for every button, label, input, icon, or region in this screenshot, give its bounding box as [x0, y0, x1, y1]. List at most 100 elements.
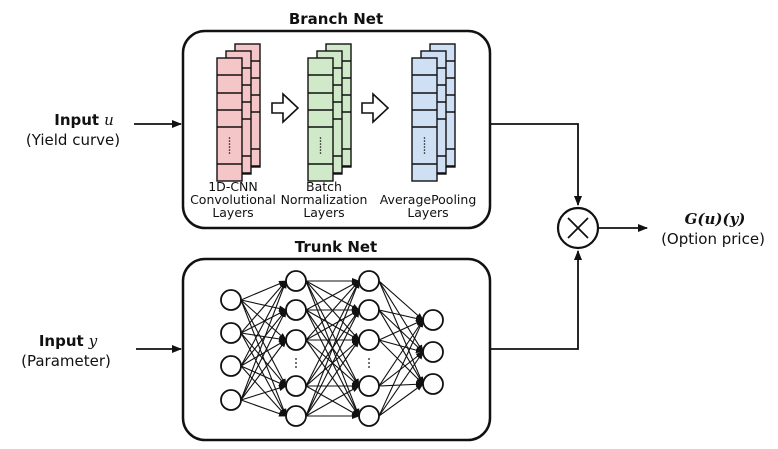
trunk-network: [220, 270, 444, 427]
connection: [378, 280, 424, 385]
trunk-net-box: [181, 257, 492, 442]
connection: [240, 299, 287, 341]
connection: [305, 339, 360, 417]
branch-title: Branch Net: [289, 10, 383, 28]
branch-stage-label: Normalization: [281, 192, 368, 207]
connection: [378, 319, 424, 341]
connection: [240, 299, 287, 312]
connection: [378, 309, 424, 322]
neuron: [285, 329, 307, 351]
connection: [378, 319, 424, 387]
branch-stage-label: 1D-CNN: [208, 179, 258, 194]
branch-stage-label: Convolutional: [190, 192, 276, 207]
neuron: [358, 329, 380, 351]
neuron: [220, 355, 242, 377]
connection: [240, 365, 287, 387]
feature-map: [216, 57, 243, 182]
connection: [240, 399, 287, 417]
output-formula: G(u)(y): [685, 210, 746, 228]
connection: [240, 332, 287, 387]
input-y-bold: Input: [39, 332, 84, 350]
ellipsis-dot: [368, 362, 370, 364]
connection: [378, 280, 424, 353]
connection: [378, 351, 424, 417]
connection: [240, 280, 287, 301]
ellipsis-dot: [295, 358, 297, 360]
connection: [240, 309, 287, 401]
neuron: [358, 405, 380, 427]
connection: [240, 309, 287, 334]
connection: [240, 332, 287, 417]
connection: [305, 280, 360, 311]
ellipsis-dot: [368, 358, 370, 360]
neuron: [220, 322, 242, 344]
neuron: [422, 373, 444, 395]
neuron: [422, 309, 444, 331]
neuron: [358, 270, 380, 292]
connection: [305, 280, 360, 387]
connection: [378, 383, 424, 417]
connection: [305, 385, 360, 417]
connection: [305, 280, 360, 417]
connection: [240, 385, 287, 401]
neuron: [422, 341, 444, 363]
branch-stage-label: Layers: [407, 205, 448, 220]
flow-arrow-icon: [361, 92, 390, 124]
multiply-icon: [567, 217, 589, 239]
connection: [240, 365, 287, 417]
flow-arrow-icon: [271, 92, 300, 124]
connection: [305, 309, 360, 417]
branch-stage-label: AveragePooling: [380, 192, 477, 207]
connection: [240, 309, 287, 367]
neuron: [285, 405, 307, 427]
branch-stage-label: Layers: [212, 205, 253, 220]
neuron: [285, 375, 307, 397]
ellipsis-dot: [295, 366, 297, 368]
branch-stage-label: Layers: [303, 205, 344, 220]
connection: [240, 280, 287, 367]
input-u-symbol: u: [104, 111, 114, 129]
feature-map: [411, 57, 438, 182]
trunk-output-connector: [490, 250, 582, 350]
connection: [240, 299, 287, 387]
branch-net-box: [181, 29, 492, 230]
input-u-bold: Input: [54, 111, 99, 129]
connection: [378, 339, 424, 385]
connection: [378, 280, 424, 321]
connection: [240, 280, 287, 334]
connection: [240, 299, 287, 417]
branch-stage-label: Batch: [306, 179, 342, 194]
trunk-title: Trunk Net: [295, 238, 377, 256]
branch-output-connector: [490, 123, 582, 206]
neuron: [285, 299, 307, 321]
connection: [240, 332, 287, 342]
connection: [240, 280, 287, 401]
feature-map: [307, 57, 334, 182]
connection: [305, 280, 360, 341]
input-y-desc: (Parameter): [21, 352, 111, 370]
branch-stages: 1D-CNNConvolutionalLayersBatchNormalizat…: [190, 43, 477, 220]
input-u-desc: (Yield curve): [26, 131, 120, 149]
neuron: [285, 270, 307, 292]
connection: [378, 339, 424, 354]
connection: [378, 319, 424, 417]
ellipsis-dot: [295, 362, 297, 364]
neuron: [220, 389, 242, 411]
neuron: [358, 299, 380, 321]
connection: [240, 339, 287, 367]
neuron: [358, 375, 380, 397]
input-y-symbol: y: [88, 332, 98, 350]
neuron: [220, 289, 242, 311]
connection: [378, 309, 424, 385]
ellipsis-dot: [368, 366, 370, 368]
output-desc: (Option price): [661, 230, 765, 248]
connection: [240, 339, 287, 401]
connection: [378, 309, 424, 353]
